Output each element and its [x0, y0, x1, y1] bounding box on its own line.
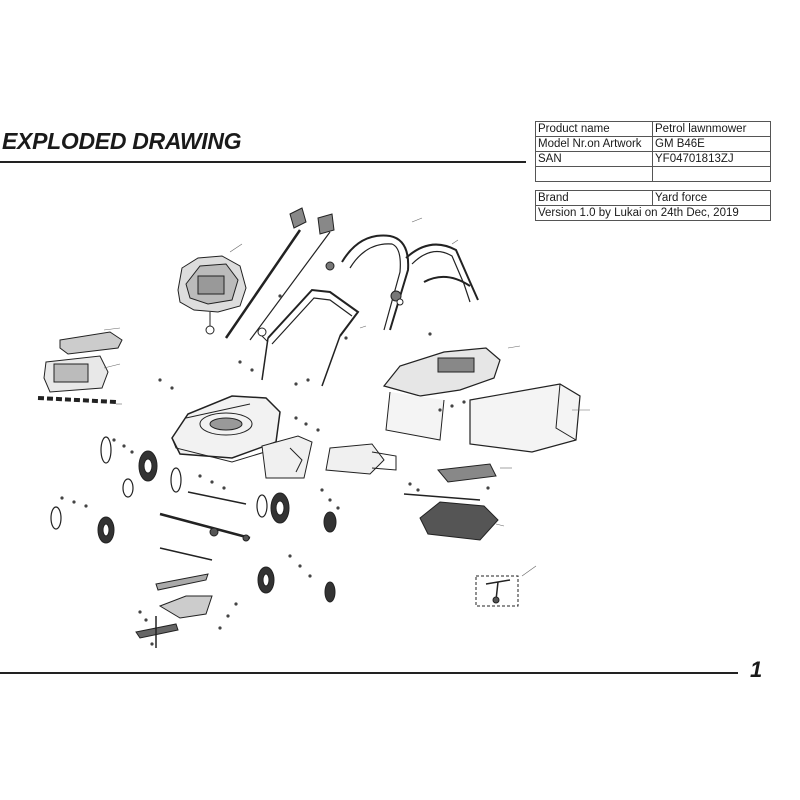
page-number: 1: [750, 657, 763, 682]
info-row-product-name: Product name Petrol lawnmower: [535, 121, 771, 137]
leader-lines: [103, 217, 590, 577]
hardware-parts: [60, 294, 490, 646]
grass-box-frame-part: [403, 463, 499, 541]
info-value: YF04701813ZJ: [652, 151, 771, 167]
lower-handle-part: [257, 288, 360, 387]
rear-flap-part: [37, 331, 123, 404]
info-value: Petrol lawnmower: [652, 121, 771, 137]
footer-rule: [0, 672, 738, 674]
grass-bag-part: [469, 383, 581, 453]
info-label: SAN: [535, 151, 653, 167]
blade-part: [135, 573, 213, 648]
info-row-model: Model Nr.on Artwork GM B46E: [535, 136, 771, 152]
exploded-drawing: [37, 207, 590, 648]
handle-part: [325, 234, 479, 331]
info-value: Yard force: [652, 190, 771, 206]
info-row-san: SAN YF04701813ZJ: [535, 151, 771, 167]
mower-deck-part: [171, 395, 281, 463]
title-underline: [0, 161, 526, 163]
info-row-brand: Brand Yard force: [535, 190, 771, 206]
wheel-part: [50, 436, 337, 603]
engine-part: [177, 255, 247, 335]
throttle-part: [224, 207, 335, 341]
info-label: Product name: [535, 121, 653, 137]
product-info-table: Product name Petrol lawnmower Model Nr.o…: [535, 121, 771, 221]
info-row-version: Version 1.0 by Lukai on 24th Dec, 2019: [535, 205, 771, 221]
tool-detail-part: [475, 575, 519, 607]
info-value: GM B46E: [652, 136, 771, 152]
discharge-part: [261, 435, 397, 479]
page-title: EXPLODED DRAWING: [2, 128, 242, 154]
info-label: Model Nr.on Artwork: [535, 136, 653, 152]
version-text: Version 1.0 by Lukai on 24th Dec, 2019: [535, 205, 771, 221]
info-label: Brand: [535, 190, 653, 206]
grass-box-lid-part: [382, 347, 501, 441]
axle-part: [159, 491, 251, 561]
